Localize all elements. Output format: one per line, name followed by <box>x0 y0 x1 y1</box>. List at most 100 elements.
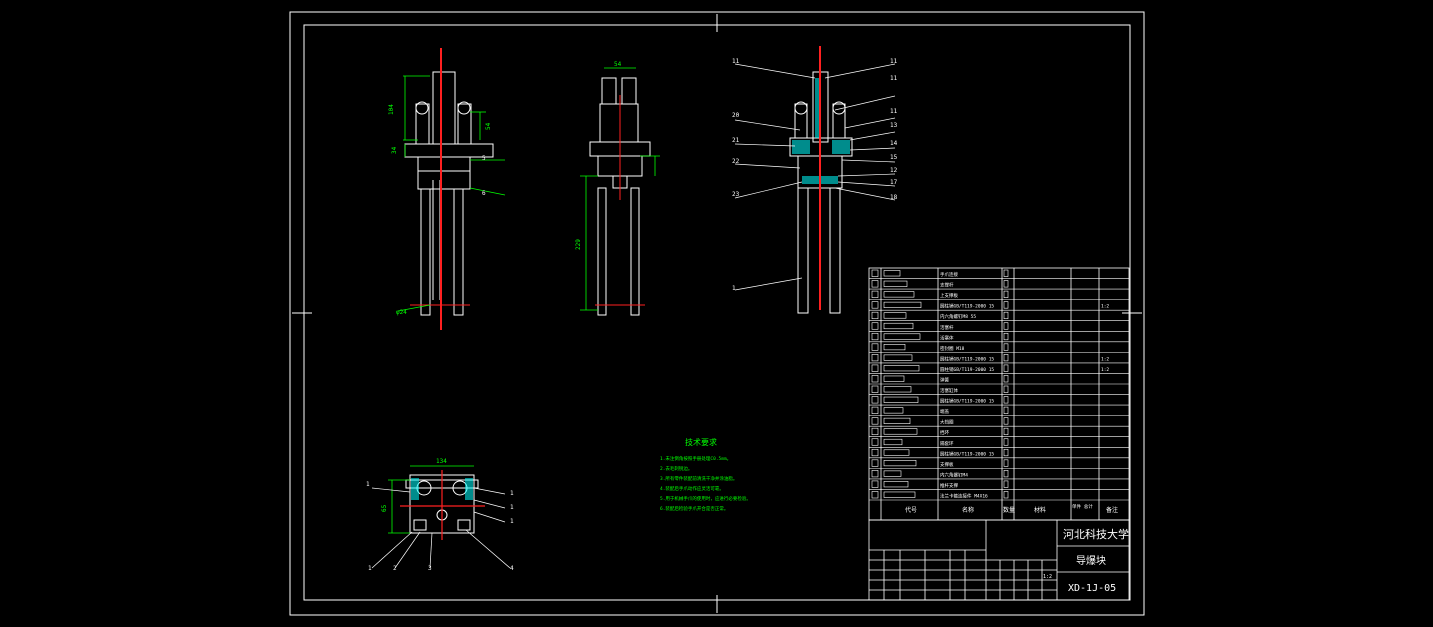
side-view-dims <box>580 67 660 311</box>
bom-row-code <box>883 291 915 298</box>
bom-row-box <box>871 354 879 362</box>
front-callout-5: 5 <box>482 155 486 162</box>
top-view-centerlines <box>400 470 485 540</box>
bom-row-qty <box>1003 322 1009 330</box>
bom-row-note: 1:2 <box>1101 304 1109 310</box>
bom-row-qty <box>1003 459 1009 467</box>
bom-row-name: 密封圈 M18 <box>940 345 965 352</box>
bom-row-name: 圆柱销GB/T119-2000 15 <box>940 450 994 457</box>
top-view-hatch <box>411 478 473 500</box>
bom-row-box <box>871 396 879 404</box>
bom-row-name: 挡环 <box>940 429 949 436</box>
bom-row-name: 活塞缸体 <box>940 387 958 394</box>
university-name: 河北科技大学 <box>1063 527 1129 541</box>
bom-row-qty <box>1003 311 1009 320</box>
bom-row-qty <box>1003 491 1009 499</box>
bom-row-code <box>883 301 922 308</box>
bom-row-box <box>871 269 879 277</box>
bom-row-code <box>883 333 921 340</box>
dim-left-mid: 34 <box>391 146 398 154</box>
callout-left-2: 21 <box>732 137 740 144</box>
top-callout-c: 3 <box>428 565 432 572</box>
callout-right-7: 12 <box>890 167 898 174</box>
note-line-3: 3.所有零件装配前清洗干净并涂油脂。 <box>660 475 737 482</box>
top-callout-f: 1 <box>510 504 514 511</box>
bom-row-box <box>871 290 879 298</box>
dim-bottom-w: 134 <box>436 458 447 465</box>
callout-right-8: 17 <box>890 179 898 186</box>
bom-row-qty <box>1003 301 1009 309</box>
bom-row-qty <box>1003 290 1009 298</box>
dim-bottom-h: 65 <box>381 504 388 512</box>
bom-row-name: 活塞杆 <box>940 324 954 331</box>
bom-row-name: 圆柱销GB/T119-2000 15 <box>940 303 994 310</box>
callout-right-3: 11 <box>890 108 898 115</box>
bom-row-code <box>883 344 906 351</box>
bom-row-box <box>871 385 879 393</box>
bom-row-qty <box>1003 406 1009 414</box>
bom-row-code <box>883 417 911 424</box>
note-line-1: 1.未注倒角按照手册处理C0.5mm。 <box>660 455 731 462</box>
bom-row-name: 推杆支撑 <box>940 482 958 489</box>
bom-row-code <box>883 322 914 330</box>
bom-row-name: 支撑板 <box>940 461 954 468</box>
bom-row-code <box>883 386 912 393</box>
bom-row-name: 圆柱销GB/T119-2000 15 <box>940 398 994 405</box>
bom-row-box <box>871 480 879 488</box>
bom-row-qty <box>1003 280 1009 288</box>
sheet-frame <box>289 11 1145 616</box>
bom-header: 代号 名称 数量 材料 单件 总计 备注 <box>905 503 1118 514</box>
bom-row-code <box>883 428 918 435</box>
dim-left-small: 54 <box>485 122 492 130</box>
top-view-leaders <box>371 487 511 569</box>
bom-row-box <box>871 364 879 372</box>
bom-row-qty <box>1003 438 1009 446</box>
bom-row-code <box>883 438 903 446</box>
bom-row-code <box>883 375 905 382</box>
bom-row-box <box>871 459 879 467</box>
dim-phi: φ24 <box>396 309 407 316</box>
bom-row-qty <box>1003 470 1009 478</box>
bom-row-box <box>871 280 879 288</box>
bom-row-qty <box>1003 269 1009 277</box>
bom-row-qty <box>1003 375 1009 383</box>
bom-row-box <box>871 491 879 499</box>
bom-row-code <box>883 280 908 287</box>
bom-row-box <box>871 406 879 414</box>
front-view-centerlines <box>410 48 470 330</box>
notes-title: 技术要求 <box>685 437 717 447</box>
top-callout-1: 1 <box>366 481 370 488</box>
bom-row-name: 活塞体 <box>940 334 954 341</box>
notes-lines: 1.未注倒角按照手册处理C0.5mm。 2.去毛刺锐边。 3.所有零件装配前清洗… <box>660 455 751 512</box>
top-callout-b: 2 <box>393 565 397 572</box>
bom-row-box <box>871 438 879 446</box>
callouts-left: 11 20 21 22 23 1 <box>732 58 740 292</box>
bom-row-note: 1:2 <box>1101 367 1109 373</box>
note-line-2: 2.去毛刺锐边。 <box>660 465 692 472</box>
bom-header-weight: 单件 总计 <box>1072 503 1093 510</box>
bom-header-qty: 数量 <box>1003 506 1015 514</box>
bom-row-box <box>871 470 879 478</box>
callout-left-1: 20 <box>732 112 740 119</box>
bom-row-name: 内六角螺钉M8 55 <box>940 313 976 320</box>
bom-row-code <box>883 491 916 498</box>
bom-row-box <box>871 427 879 436</box>
bom-row-qty <box>1003 332 1009 341</box>
callout-left-0: 11 <box>732 58 740 65</box>
bom-row-box <box>871 343 879 351</box>
callout-right-2: 11 <box>890 75 898 82</box>
bom-header-note: 备注 <box>1106 506 1118 514</box>
callout-right-4: 13 <box>890 122 898 129</box>
callouts-right: 11 11 11 13 14 15 12 17 18 <box>890 58 898 201</box>
bom-row-name: 支撑杆 <box>940 282 954 289</box>
bom-row-qty <box>1003 480 1009 488</box>
bom-row-qty <box>1003 364 1009 372</box>
bom-row-qty <box>1003 448 1009 457</box>
bom-row-qty <box>1003 385 1009 393</box>
bom-row-code <box>883 470 902 477</box>
bom-row-name: 法兰卡箍连接件 M4X16 <box>940 493 988 500</box>
front-view-dims <box>397 75 506 312</box>
bom-row-box <box>871 448 879 457</box>
